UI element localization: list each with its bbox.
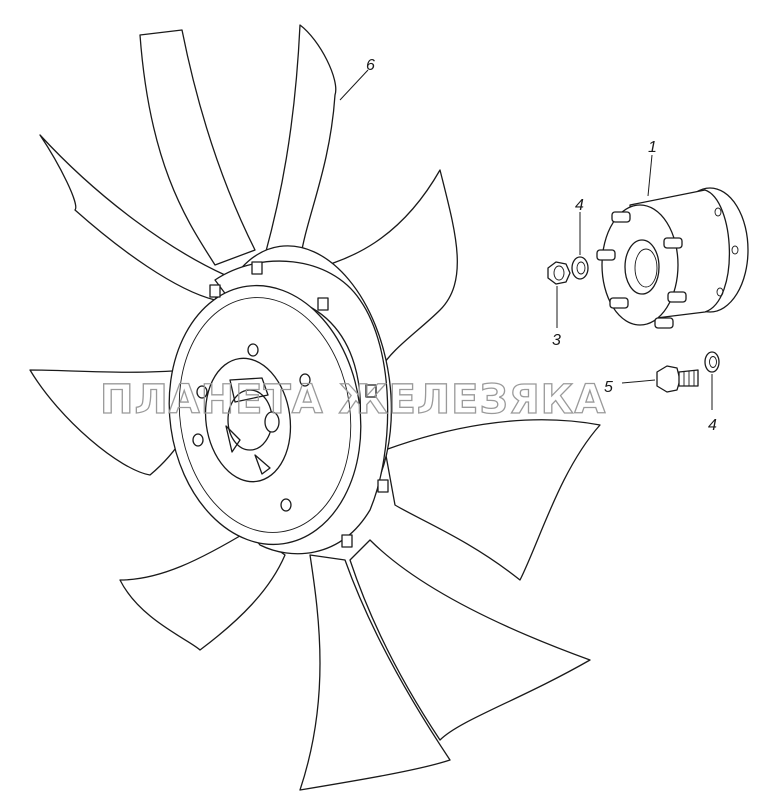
callout-nut: 3 — [552, 332, 561, 349]
callout-fan: 6 — [366, 57, 375, 74]
blade-upper-left — [39, 134, 226, 301]
blade-bottom — [299, 554, 451, 791]
flange-bore — [624, 239, 660, 295]
callout-washer-lower: 4 — [708, 417, 717, 434]
hub-face-studs — [192, 343, 311, 512]
nut — [547, 261, 571, 285]
blade-lower-right — [349, 539, 591, 741]
blade-top — [264, 24, 337, 263]
callout-washer-upper: 4 — [575, 197, 584, 214]
callout-hub: 1 — [648, 139, 657, 156]
fan-hub — [168, 245, 393, 555]
blade-top-left — [139, 29, 256, 266]
leader-lines — [339, 69, 713, 410]
hub-center-bore — [264, 411, 280, 433]
washer-lower — [704, 351, 720, 373]
hub-flange — [596, 187, 749, 329]
blade-lower-left — [119, 529, 286, 651]
flange-bore-inner — [634, 248, 658, 288]
callout-bolt: 5 — [604, 379, 613, 396]
flange-studs — [596, 211, 687, 329]
flange-rear-holes — [714, 207, 739, 297]
callouts: 6 1 4 3 5 4 — [366, 57, 717, 434]
bolt — [656, 365, 699, 393]
watermark-text: ПЛАНЕТА ЖЕЛЕЗЯКА — [100, 377, 606, 423]
hub-rim-lugs — [209, 261, 389, 548]
washer-upper — [571, 256, 589, 280]
hub-front-inner — [178, 297, 352, 533]
blade-right — [384, 419, 601, 581]
hub-clip — [225, 377, 271, 475]
